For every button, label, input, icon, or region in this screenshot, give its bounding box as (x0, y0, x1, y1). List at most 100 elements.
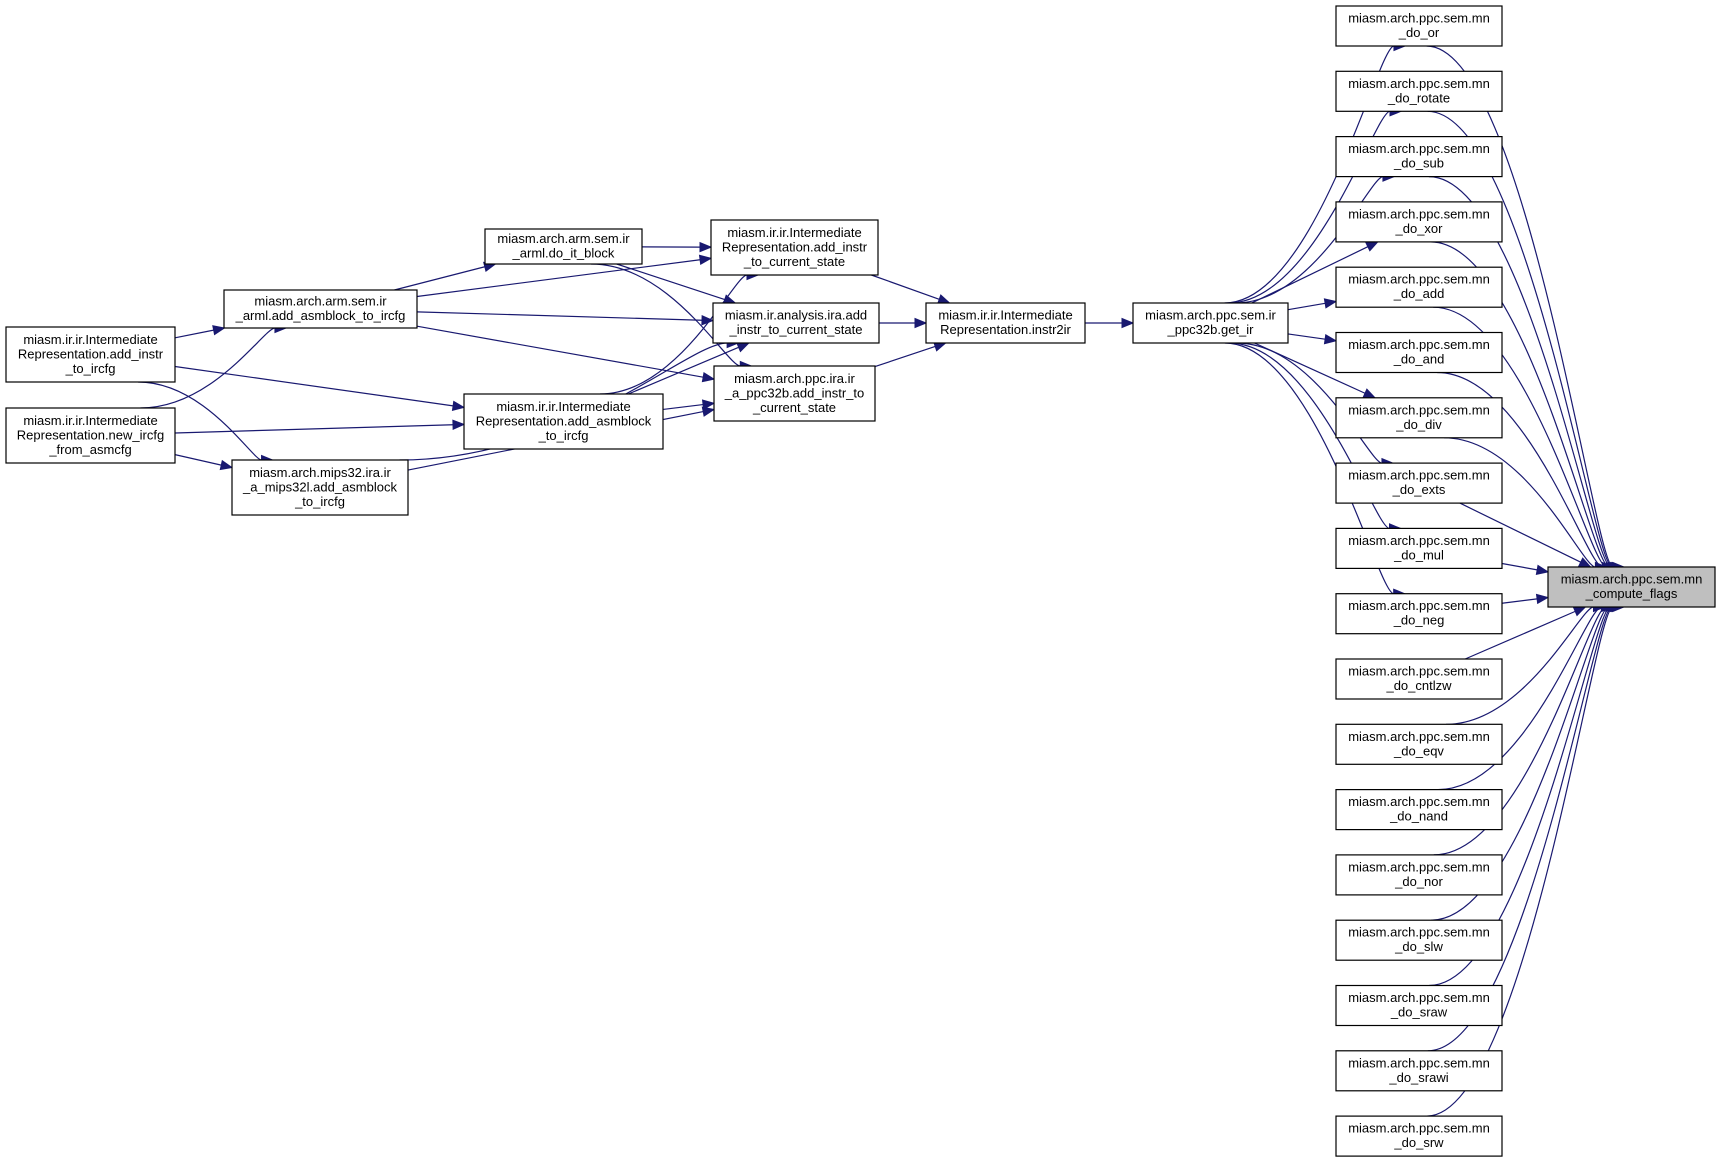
edge-do_cntlzw-to-compute_flags (1464, 610, 1576, 660)
edge-ir_add_asmblock-to-ira_add_instr (628, 346, 739, 395)
node-ir_add_instr[interactable]: miasm.ir.ir.IntermediateRepresentation.a… (710, 219, 879, 276)
arrowhead-ir_add_instr_ircfg-to-arm_add_asmblock (212, 325, 226, 336)
edge-do_add-to-compute_flags (1433, 306, 1607, 568)
node-do_rotate[interactable]: miasm.arch.ppc.sem.mn_do_rotate (1335, 70, 1503, 112)
node-label-line: miasm.arch.ppc.sem.mn (1348, 76, 1490, 91)
arrowhead-ir_add_asmblock-to-ira_add_instr (736, 342, 751, 353)
node-do_eqv[interactable]: miasm.arch.ppc.sem.mn_do_eqv (1335, 723, 1503, 765)
arrowhead-get_ir-to-do_and (1323, 333, 1338, 345)
node-layer: miasm.arch.ppc.sem.mn_compute_flagsmiasm… (5, 5, 1716, 1157)
node-label-line: miasm.arch.ppc.sem.mn (1348, 925, 1490, 940)
edge-arm_add_asmblock-to-ir_add_instr (416, 259, 701, 298)
node-do_sraw[interactable]: miasm.arch.ppc.sem.mn_do_sraw (1335, 984, 1503, 1027)
node-label-line: miasm.arch.ppc.sem.mn (1348, 272, 1490, 287)
edge-get_ir-to-do_add (1287, 302, 1326, 311)
node-ir_add_instr_ircfg[interactable]: miasm.ir.ir.IntermediateRepresentation.a… (5, 326, 176, 383)
edge-do_sub-to-compute_flags (1428, 176, 1612, 568)
node-do_slw[interactable]: miasm.arch.ppc.sem.mn_do_slw (1335, 919, 1503, 961)
node-do_srw[interactable]: miasm.arch.ppc.sem.mn_do_srw (1335, 1115, 1503, 1157)
node-get_ir[interactable]: miasm.arch.ppc.sem.ir_ppc32b.get_ir (1132, 302, 1289, 344)
node-label-line: miasm.arch.ppc.sem.mn (1561, 572, 1703, 587)
node-label-line: _a_mips32l.add_asmblock (242, 479, 397, 494)
node-label-line: miasm.ir.ir.Intermediate (23, 413, 157, 428)
node-label-line: miasm.arch.arm.sem.ir (254, 294, 387, 309)
node-label-line: Representation.add_instr (722, 239, 868, 254)
node-instr2ir[interactable]: miasm.ir.ir.IntermediateRepresentation.i… (925, 302, 1086, 344)
node-ppc_add_instr[interactable]: miasm.arch.ppc.ira.ir_a_ppc32b.add_instr… (713, 365, 876, 422)
arrowhead-ir_add_instr_ircfg-to-ir_add_asmblock (451, 400, 466, 411)
node-do_cntlzw[interactable]: miasm.arch.ppc.sem.mn_do_cntlzw (1335, 658, 1503, 700)
arrowhead-ira_add_instr-to-instr2ir (914, 317, 928, 329)
node-box (1335, 1115, 1503, 1157)
node-label-line: _to_current_state (743, 254, 845, 269)
node-label-line: miasm.arch.arm.sem.ir (497, 231, 630, 246)
node-do_it_block[interactable]: miasm.arch.arm.sem.ir_arml.do_it_block (484, 228, 643, 265)
node-compute_flags[interactable]: miasm.arch.ppc.sem.mn_compute_flags (1547, 566, 1716, 608)
node-box (712, 302, 880, 344)
node-label-line: _do_add (1393, 286, 1445, 301)
edge-new_ircfg-to-mips_add_asmblock (174, 454, 222, 466)
node-label-line: miasm.ir.ir.Intermediate (938, 308, 1072, 323)
node-box (1335, 984, 1503, 1027)
node-label-line: _ppc32b.get_ir (1166, 322, 1254, 337)
edge-do_and-to-compute_flags (1437, 371, 1603, 568)
arrowhead-mips_add_asmblock-to-ppc_add_instr (701, 406, 716, 417)
node-do_xor[interactable]: miasm.arch.ppc.sem.mn_do_xor (1335, 201, 1503, 243)
node-do_and[interactable]: miasm.arch.ppc.sem.mn_do_and (1335, 331, 1503, 374)
edge-do_eqv-to-compute_flags (1446, 606, 1594, 725)
node-do_neg[interactable]: miasm.arch.ppc.sem.mn_do_neg (1335, 593, 1503, 635)
node-box (1335, 593, 1503, 635)
node-label-line: _do_rotate (1387, 90, 1450, 105)
node-label-line: _arml.do_it_block (512, 246, 615, 261)
node-mips_add_asmblock[interactable]: miasm.arch.mips32.ira.ir_a_mips32l.add_a… (231, 459, 409, 516)
node-label-line: _do_exts (1392, 482, 1446, 497)
node-label-line: _do_slw (1394, 939, 1443, 954)
arrowhead-arm_add_asmblock-to-ppc_add_instr (701, 371, 716, 383)
node-ir_add_asmblock[interactable]: miasm.ir.ir.IntermediateRepresentation.a… (463, 393, 664, 450)
edge-ir_add_instr_ircfg-to-ir_add_asmblock (174, 365, 454, 407)
edge-do_mul-to-compute_flags (1501, 562, 1538, 571)
node-box (1335, 788, 1503, 831)
node-box (5, 407, 176, 464)
node-label-line: _do_sraw (1390, 1005, 1448, 1020)
node-ira_add_instr[interactable]: miasm.ir.analysis.ira.add_instr_to_curre… (712, 302, 880, 344)
edge-do_xor-to-compute_flags (1430, 241, 1610, 568)
node-new_ircfg[interactable]: miasm.ir.ir.IntermediateRepresentation.n… (5, 407, 176, 464)
node-label-line: _a_ppc32b.add_instr_to (724, 385, 865, 400)
node-label-line: _do_sub (1393, 156, 1444, 171)
node-arm_add_asmblock[interactable]: miasm.arch.arm.sem.ir_arml.add_asmblock_… (223, 289, 418, 329)
node-do_div[interactable]: miasm.arch.ppc.sem.mn_do_div (1335, 397, 1503, 439)
node-label-line: miasm.ir.ir.Intermediate (23, 332, 157, 347)
arrowhead-do_it_block-to-ir_add_instr (699, 241, 713, 253)
arrowhead-do_mul-to-compute_flags (1535, 564, 1550, 575)
node-do_nand[interactable]: miasm.arch.ppc.sem.mn_do_nand (1335, 788, 1503, 831)
node-label-line: _do_nor (1394, 874, 1443, 889)
node-label-line: _do_cntlzw (1385, 678, 1452, 693)
edge-new_ircfg-to-ir_add_asmblock (174, 424, 454, 434)
node-do_sub[interactable]: miasm.arch.ppc.sem.mn_do_sub (1335, 136, 1503, 178)
node-box (463, 393, 664, 450)
node-box (1335, 527, 1503, 570)
node-do_srawi[interactable]: miasm.arch.ppc.sem.mn_do_srawi (1335, 1050, 1503, 1092)
node-do_add[interactable]: miasm.arch.ppc.sem.mn_do_add (1335, 266, 1503, 308)
arrowhead-arm_add_asmblock-to-ir_add_instr (698, 254, 713, 266)
arrowhead-do_neg-to-compute_flags (1535, 593, 1550, 605)
edge-ppc_add_instr-to-instr2ir (874, 345, 936, 368)
node-label-line: miasm.ir.ir.Intermediate (727, 225, 861, 240)
node-do_or[interactable]: miasm.arch.ppc.sem.mn_do_or (1335, 5, 1503, 47)
edge-do_it_block-to-ppc_add_instr (590, 263, 741, 367)
node-do_exts[interactable]: miasm.arch.ppc.sem.mn_do_exts (1335, 462, 1503, 504)
node-label-line: _do_neg (1393, 613, 1445, 628)
edge-get_ir-to-do_xor (1251, 246, 1369, 304)
node-label-line: _to_ircfg (294, 494, 345, 509)
edge-ir_add_instr-to-instr2ir (871, 274, 940, 300)
node-label-line: _do_or (1398, 25, 1440, 40)
arrowhead-get_ir-to-do_xor (1365, 241, 1379, 252)
arrowhead-new_ircfg-to-mips_add_asmblock (219, 459, 234, 471)
edge-do_rotate-to-compute_flags (1427, 110, 1613, 568)
node-do_mul[interactable]: miasm.arch.ppc.sem.mn_do_mul (1335, 527, 1503, 570)
node-label-line: miasm.arch.ppc.sem.mn (1348, 141, 1490, 156)
node-label-line: Representation.add_instr (18, 346, 164, 361)
node-do_nor[interactable]: miasm.arch.ppc.sem.mn_do_nor (1335, 854, 1503, 896)
node-label-line: miasm.arch.ppc.sem.mn (1348, 533, 1490, 548)
